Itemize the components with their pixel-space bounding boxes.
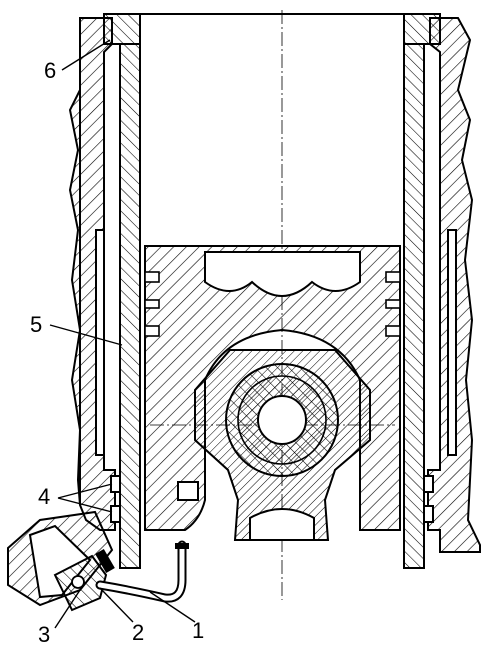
leader-4b xyxy=(57,497,113,513)
callout-label-3: 3 xyxy=(38,622,51,647)
leader-1 xyxy=(149,591,196,623)
callout-label-2: 2 xyxy=(132,620,145,645)
leader-4a xyxy=(57,483,113,499)
leader-2 xyxy=(99,587,134,623)
leader-6 xyxy=(61,39,111,71)
leader-lines xyxy=(49,39,196,629)
block-right-wall xyxy=(427,17,481,553)
leader-3 xyxy=(54,589,81,629)
callout-label-5: 5 xyxy=(30,312,43,337)
oil-jet-nozzle-assembly xyxy=(7,510,189,612)
cylinder-liner xyxy=(103,13,441,569)
piston xyxy=(144,245,401,531)
block-left-wall xyxy=(68,17,116,531)
leader-5 xyxy=(49,324,123,346)
callout-label-4: 4 xyxy=(38,484,51,509)
connecting-rod xyxy=(194,349,371,541)
callout-label-6: 6 xyxy=(44,58,57,83)
callout-label-1: 1 xyxy=(192,618,205,643)
